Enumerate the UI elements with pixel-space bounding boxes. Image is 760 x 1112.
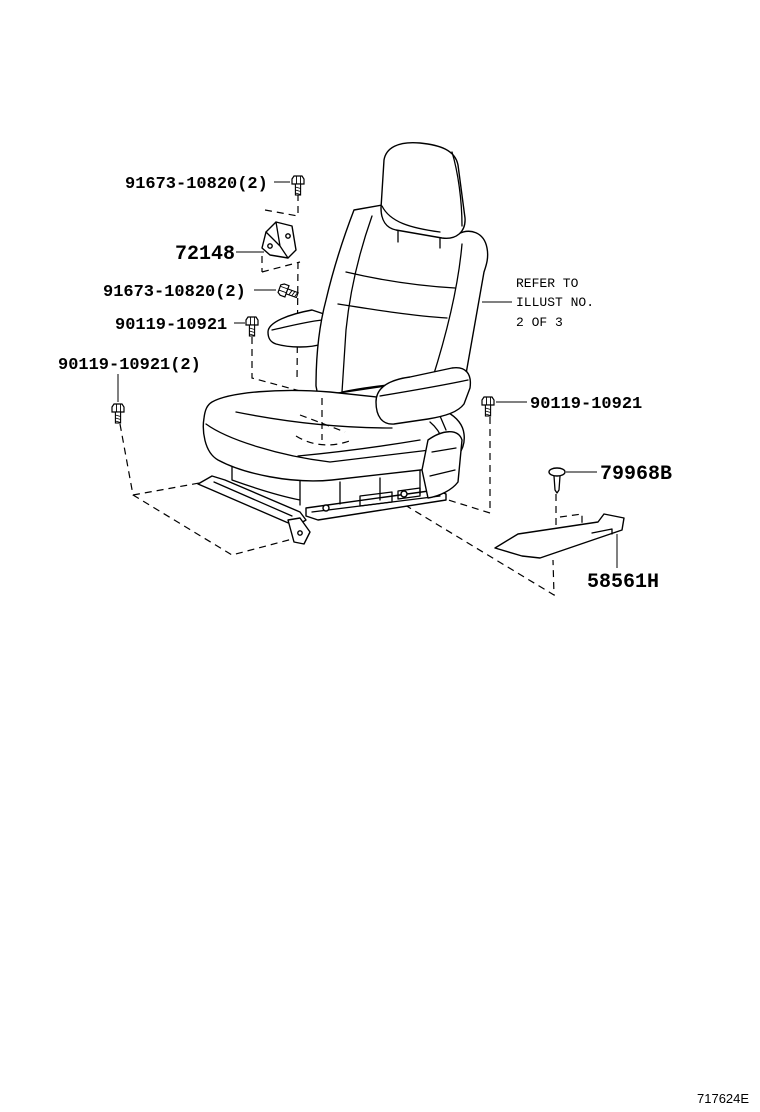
bolt-icon — [276, 282, 300, 302]
bracket-part — [261, 221, 297, 259]
bolt-icon — [245, 316, 259, 337]
bolt-icon — [111, 403, 125, 424]
callout-label: 90119-10921(2) — [58, 356, 201, 375]
callout-label: 72148 — [175, 243, 235, 266]
seat-track — [197, 461, 447, 545]
assembly-dashed-lines — [119, 194, 583, 597]
figure-code: 717624E — [697, 1091, 749, 1106]
seat-side-shield — [421, 431, 463, 499]
refer-note-line: REFER TO — [516, 276, 579, 291]
callout-label: 90119-10921 — [115, 316, 227, 335]
seatback — [315, 203, 489, 397]
dashed-line-inner-bolt — [251, 337, 327, 399]
dashed-line-bracket-box — [261, 209, 301, 273]
refer-note-line: 2 OF 3 — [516, 315, 563, 330]
clip-part — [548, 467, 566, 494]
headrest — [380, 141, 466, 249]
callout-label: 90119-10921 — [530, 395, 642, 414]
dashed-line-front-bolts — [119, 423, 301, 556]
leader-lines — [117, 181, 618, 568]
left-rail — [197, 475, 307, 527]
cover-part — [494, 513, 625, 559]
callout-label: 91673-10820(2) — [125, 175, 268, 194]
bolt-icon — [481, 396, 495, 417]
left-armrest — [267, 309, 325, 348]
bolt-icon — [291, 175, 305, 196]
refer-note-line: ILLUST NO. — [516, 295, 594, 310]
dashed-line-cover — [404, 504, 555, 597]
underframe — [231, 461, 421, 506]
callout-label: 91673-10820(2) — [103, 283, 246, 302]
callout-label: 79968B — [600, 463, 672, 486]
refer-note: REFER TO ILLUST NO. 2 OF 3 — [516, 276, 594, 330]
track-mechanism — [359, 487, 421, 507]
right-armrest — [375, 367, 472, 431]
dashed-line-rear-bolt — [441, 417, 491, 514]
dashed-line-clip — [555, 494, 583, 532]
callout-label: 58561H — [587, 571, 659, 594]
